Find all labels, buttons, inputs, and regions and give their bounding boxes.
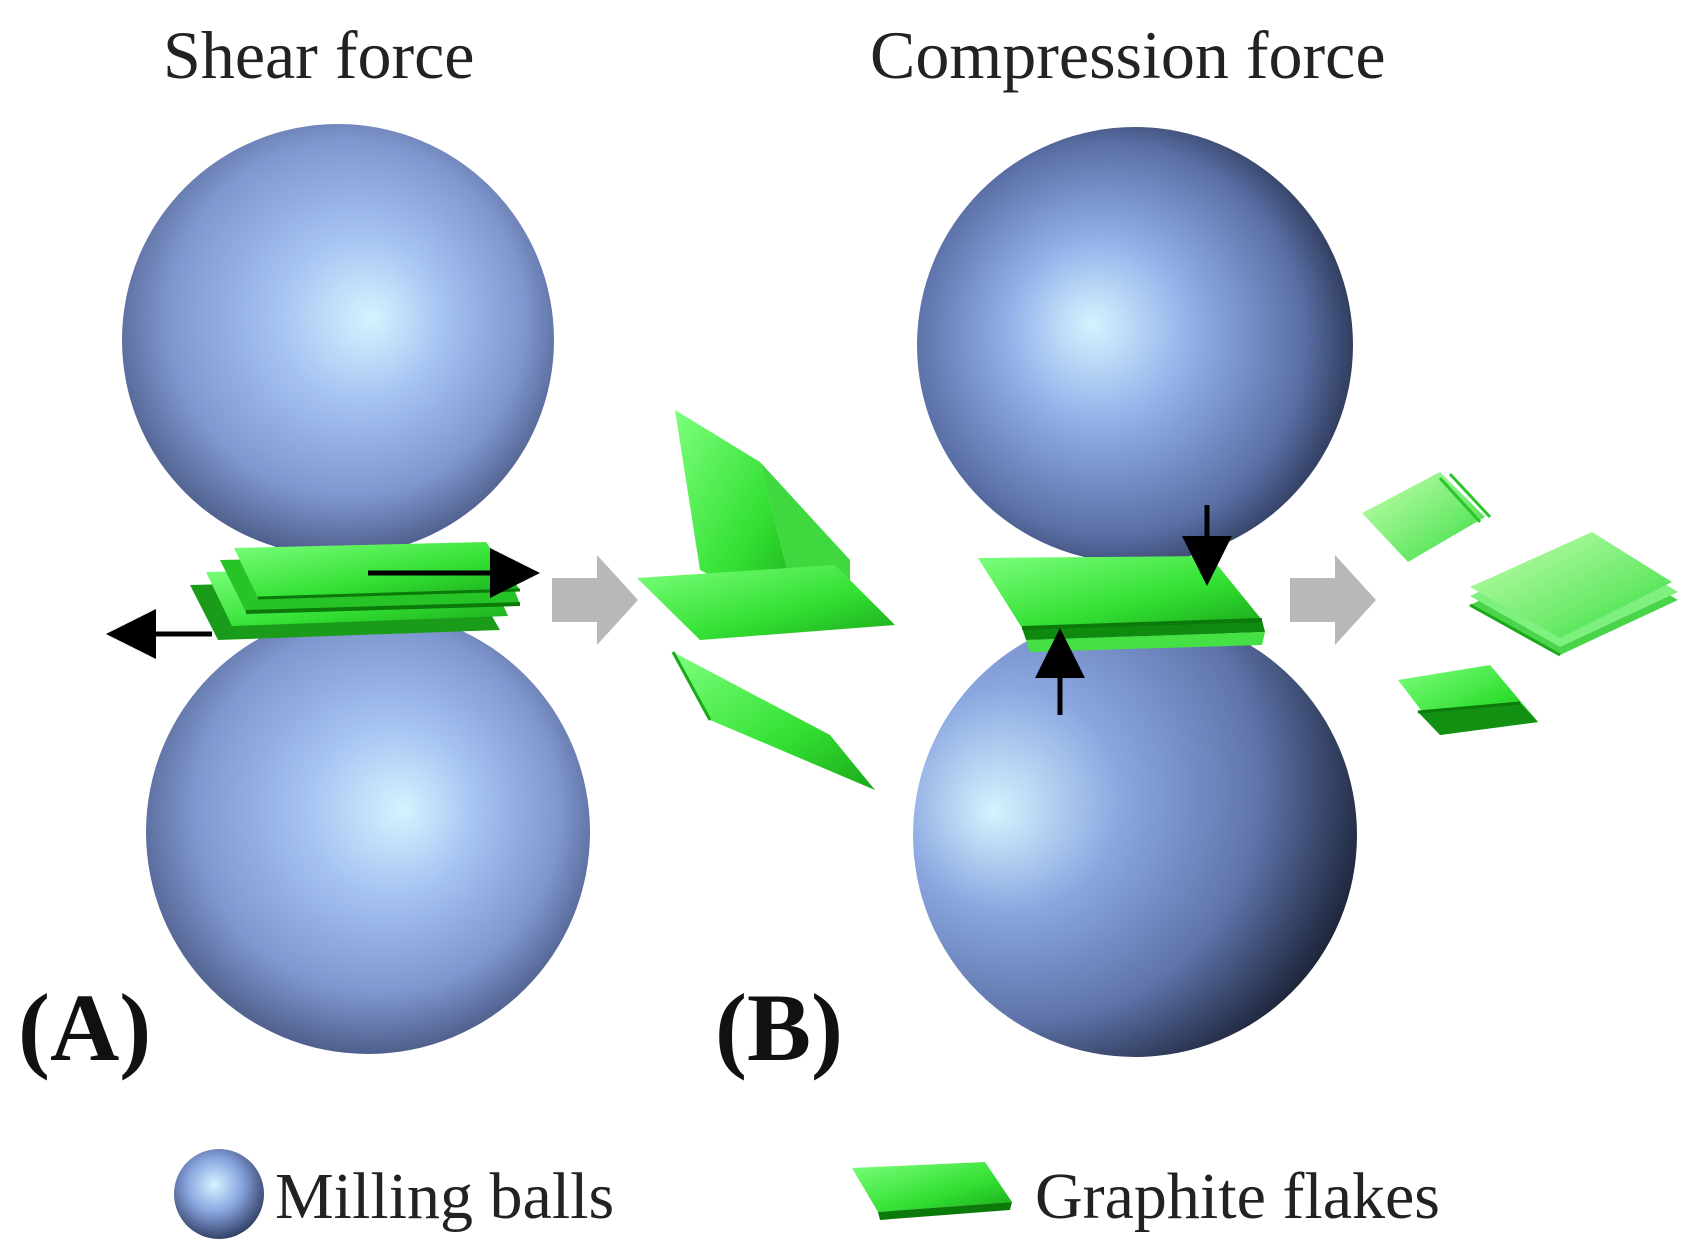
process-arrow-b (1290, 555, 1376, 645)
exfoliated-flakes-b (1362, 472, 1678, 735)
panel-a (106, 124, 895, 1054)
legend-ball-icon (174, 1149, 264, 1239)
milling-ball-bottom-a (146, 610, 590, 1054)
legend-flake-icon (852, 1162, 1012, 1212)
panel-b (913, 127, 1678, 1057)
panel-b-title: Compression force (870, 17, 1386, 93)
graphite-stack-a (190, 542, 521, 640)
panel-b-label: (B) (715, 974, 843, 1081)
panel-a-title: Shear force (163, 17, 474, 93)
process-arrow-a (552, 555, 638, 645)
milling-ball-top-a (122, 124, 554, 556)
exfoliated-flakes-a (637, 410, 895, 790)
milling-ball-bottom-b (913, 613, 1357, 1057)
milling-ball-top-b (917, 127, 1353, 563)
legend-balls-label: Milling balls (275, 1160, 614, 1233)
graphite-stack-b (978, 556, 1265, 652)
legend: Milling balls Graphite flakes (174, 1149, 1440, 1239)
legend-flakes-label: Graphite flakes (1035, 1160, 1440, 1233)
panel-a-label: (A) (18, 974, 151, 1081)
